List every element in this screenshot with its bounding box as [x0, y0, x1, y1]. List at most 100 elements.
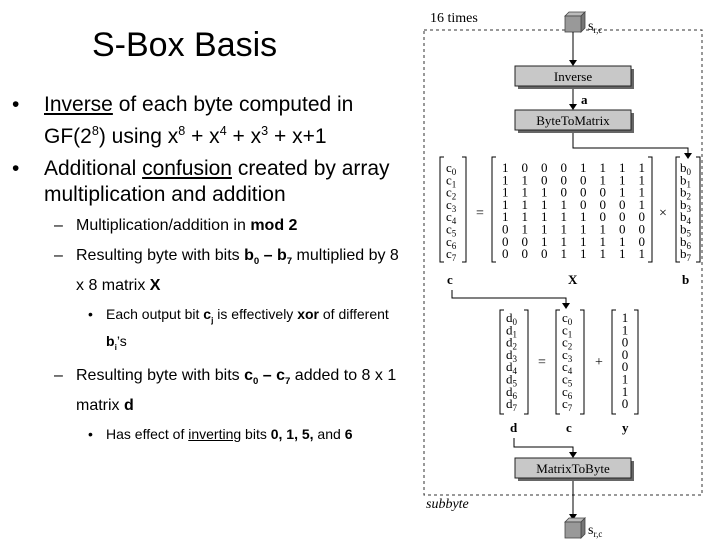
x-bracket-left [491, 156, 496, 263]
bullet-dot: • [88, 425, 93, 442]
subbyte-label: subbyte [426, 497, 469, 512]
b-bracket-right [696, 156, 701, 263]
d-entry: d5 [506, 372, 518, 389]
label-y: y [622, 420, 629, 435]
arrow-to-matrixtobyte [513, 438, 574, 454]
arrow-to-b [572, 133, 689, 155]
x-cell: 1 [580, 209, 587, 224]
x-cell: 1 [600, 246, 607, 261]
arrow-to-inverse-head [569, 60, 577, 66]
bullet-dash: – [54, 217, 63, 234]
c-bracket-right [462, 156, 467, 263]
subsubbullet-xor: • Each output bit cj is effectively xor … [88, 306, 389, 352]
b-entry: b6 [680, 234, 692, 251]
x-cell: 0 [502, 234, 509, 249]
x-cell: 1 [502, 172, 509, 187]
x-cell: 1 [561, 209, 568, 224]
bullet-dot: • [12, 157, 20, 180]
x-cell: 0 [561, 185, 568, 200]
c2-entry: c5 [562, 372, 573, 389]
label-c: c [447, 272, 453, 287]
label-d: d [510, 420, 518, 435]
x-cell: 0 [541, 160, 548, 175]
d-entry: d6 [506, 384, 518, 401]
x-cell: 0 [522, 234, 529, 249]
b-entry: b2 [680, 185, 691, 202]
c2-entry: c1 [562, 322, 572, 339]
y-entry: 0 [622, 359, 629, 374]
x-cell: 1 [619, 172, 626, 187]
c-entry: c0 [446, 160, 457, 177]
x-cell: 0 [600, 209, 607, 224]
c-bracket-left [439, 156, 444, 263]
output-cube-front [564, 521, 582, 539]
x-cell: 1 [619, 234, 626, 249]
x-cell: 1 [522, 222, 529, 237]
d-bracket-right [524, 309, 529, 415]
x-cell: 1 [561, 197, 568, 212]
c-entry: c7 [446, 246, 457, 263]
x-cell: 1 [600, 160, 607, 175]
input-cube-side [580, 11, 586, 33]
x-cell: 1 [541, 222, 548, 237]
subbyte-frame [423, 29, 703, 496]
b-bracket-left [675, 156, 680, 263]
b-entry: b7 [680, 246, 692, 263]
c-entry: c6 [446, 234, 457, 251]
b-entry: b0 [680, 160, 692, 177]
d-entry: d4 [506, 359, 518, 376]
x-cell: 1 [561, 246, 568, 261]
input-cube-front [564, 15, 582, 33]
arrow-to-c2-head [562, 303, 570, 309]
subbullet-mod2: – Multiplication/addition in mod 2 [10, 214, 405, 238]
subsubbullet-invert: • Has effect of inverting bits 0, 1, 5, … [10, 424, 405, 445]
arrow-to-c2 [451, 290, 567, 305]
bullet-dash: – [54, 247, 63, 264]
c-entry: c4 [446, 209, 457, 226]
label-c2: c [566, 420, 572, 435]
x-cell: 0 [619, 197, 626, 212]
c2-bracket-left [555, 309, 560, 415]
c2-entry: c4 [562, 359, 573, 376]
b-entry: b4 [680, 209, 692, 226]
c-entry: c5 [446, 222, 457, 239]
inverse-label: Inverse [554, 69, 592, 84]
label-b: b [682, 272, 689, 287]
y-entry: 1 [622, 384, 629, 399]
x-cell: 0 [639, 209, 646, 224]
byte-to-matrix-label: ByteToMatrix [536, 113, 610, 128]
x-cell: 1 [522, 185, 529, 200]
x-cell: 1 [600, 234, 607, 249]
slide-title: S-Box Basis [92, 26, 278, 64]
d-entry: d1 [506, 322, 517, 339]
bullet-list: • Inverse of each byte computed in GF(28… [10, 92, 405, 451]
x-cell: 1 [561, 222, 568, 237]
plus-sign: + [595, 355, 603, 370]
x-cell: 0 [600, 185, 607, 200]
x-cell: 0 [561, 172, 568, 187]
b-entry: b1 [680, 172, 691, 189]
x-cell: 1 [502, 197, 509, 212]
x-cell: 0 [522, 246, 529, 261]
x-cell: 1 [580, 222, 587, 237]
x-cell: 0 [580, 172, 587, 187]
x-cell: 0 [639, 234, 646, 249]
y-entry: 1 [622, 372, 629, 387]
b-entry: b5 [680, 222, 692, 239]
x-cell: 1 [600, 172, 607, 187]
bullet-inverse: • Inverse of each byte computed in GF(28… [12, 93, 354, 148]
x-cell: 1 [600, 222, 607, 237]
a-label: a [581, 92, 588, 107]
subbullet-add: – Resulting byte with bits c0 – c7 added… [10, 364, 405, 418]
x-cell: 0 [502, 246, 509, 261]
y-entry: 0 [622, 396, 629, 411]
x-cell: 0 [619, 209, 626, 224]
x-cell: 1 [502, 209, 509, 224]
c2-entry: c0 [562, 310, 573, 327]
b-entry: b3 [680, 197, 692, 214]
d-entry: d7 [506, 396, 518, 413]
x-cell: 0 [541, 246, 548, 261]
output-cube-side [580, 517, 586, 539]
x-cell: 1 [619, 160, 626, 175]
x-cell: 1 [580, 234, 587, 249]
